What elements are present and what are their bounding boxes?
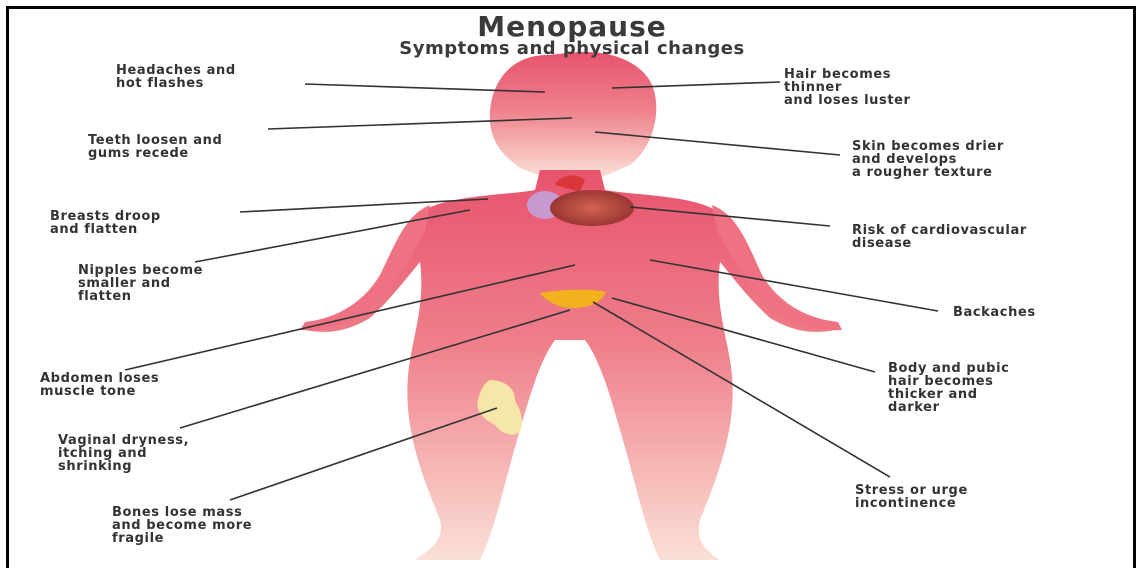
head-shape xyxy=(490,52,656,178)
torso-legs-shape xyxy=(305,170,835,560)
diagram-subtitle: Symptoms and physical changes xyxy=(0,38,1144,59)
label-backaches: Backaches xyxy=(953,306,1036,319)
